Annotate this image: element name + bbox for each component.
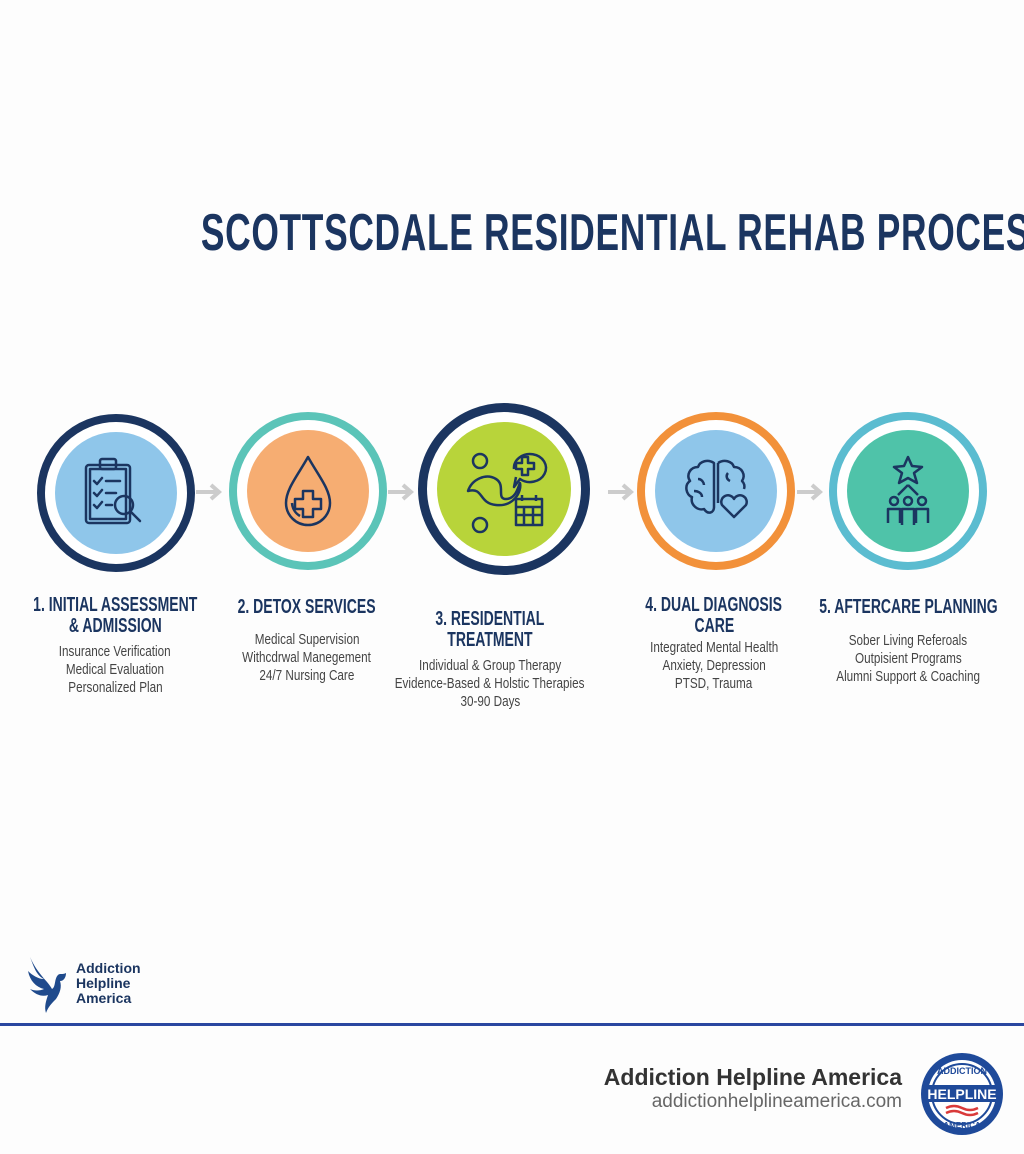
logo-line: Addiction	[76, 960, 141, 976]
title-text: SCOTTSCDALE RESIDENTIAL REHAB PROCESS	[200, 204, 1024, 262]
step-item: Personalized Plan	[67, 679, 163, 696]
step-5-circle	[829, 412, 987, 570]
arrow-icon	[388, 483, 414, 501]
step-item: 24/7 Nursing Care	[259, 667, 355, 684]
step-item: Insurance Verification	[59, 643, 171, 660]
brain-heart-icon	[685, 459, 748, 519]
step-title-line: 3. RESIDENTIAL	[435, 608, 545, 630]
star-group-icon	[886, 455, 930, 525]
step-item: Alumni Support & Coaching	[836, 668, 980, 685]
step-title-line: CARE	[694, 615, 734, 637]
logo-line: Helpline	[76, 975, 131, 991]
arrow-icon	[608, 483, 634, 501]
seal-mid-text: HELPLINE	[927, 1086, 996, 1102]
seal-bottom-text: AMERICA	[943, 1121, 981, 1130]
seal-top-text: ADDICTION	[937, 1066, 987, 1076]
step-title: 1. INITIAL ASSESSMENT& ADMISSION	[0, 595, 265, 637]
divider	[0, 1023, 1024, 1026]
step-5: 5. AFTERCARE PLANNING Sober Living Refer…	[758, 597, 1024, 686]
step-item: Outpisient Programs	[854, 650, 962, 667]
phoenix-icon	[28, 957, 66, 1013]
medical-drop-icon	[284, 455, 332, 527]
therapy-people-calendar-icon	[466, 452, 548, 534]
step-title: 2. DETOX SERVICES	[157, 597, 457, 618]
step-item: Evidence-Based & Holstic Therapies	[395, 675, 585, 692]
footer-brand: Addiction Helpline America addictionhelp…	[604, 1064, 902, 1113]
step-title-line: 2. DETOX SERVICES	[238, 596, 376, 618]
step-1-circle	[37, 414, 195, 572]
arrow-icon	[196, 483, 222, 501]
step-title-line: TREATMENT	[447, 629, 533, 651]
step-item: Withcdrwal Manegement	[242, 649, 372, 666]
step-title-line: 4. DUAL DIAGNOSIS	[645, 594, 783, 616]
step-3-circle	[418, 403, 590, 575]
step-title: 5. AFTERCARE PLANNING	[758, 597, 1024, 618]
clipboard-search-icon	[84, 457, 142, 525]
page-title: SCOTTSCDALE RESIDENTIAL REHAB PROCESS	[0, 203, 1024, 263]
step-item: PTSD, Trauma	[675, 675, 753, 692]
step-item: Sober Living Referoals	[848, 632, 968, 649]
step-item: Medical Evaluation	[65, 661, 165, 678]
step-item: 30-90 Days	[460, 693, 520, 710]
step-title-line: & ADMISSION	[68, 615, 162, 637]
step-title-line: 1. INITIAL ASSESSMENT	[32, 594, 198, 616]
arrow-icon	[797, 483, 823, 501]
step-item: Anxiety, Depression	[662, 657, 766, 674]
logo-line: America	[76, 990, 132, 1006]
step-1: 1. INITIAL ASSESSMENT& ADMISSION Insuran…	[0, 595, 265, 697]
step-item: Individual & Group Therapy	[418, 657, 562, 674]
brand-name: Addiction Helpline America	[603, 1064, 902, 1090]
step-4-circle	[637, 412, 795, 570]
step-title-line: 5. AFTERCARE PLANNING	[818, 596, 998, 618]
step-2-circle	[229, 412, 387, 570]
step-item: Medical Supervision	[254, 631, 360, 648]
brand-url[interactable]: addictionhelplineamerica.com	[651, 1091, 902, 1112]
helpline-seal-icon: ADDICTION HELPLINE AMERICA	[921, 1053, 1003, 1135]
step-item: Integrated Mental Health	[649, 639, 779, 656]
